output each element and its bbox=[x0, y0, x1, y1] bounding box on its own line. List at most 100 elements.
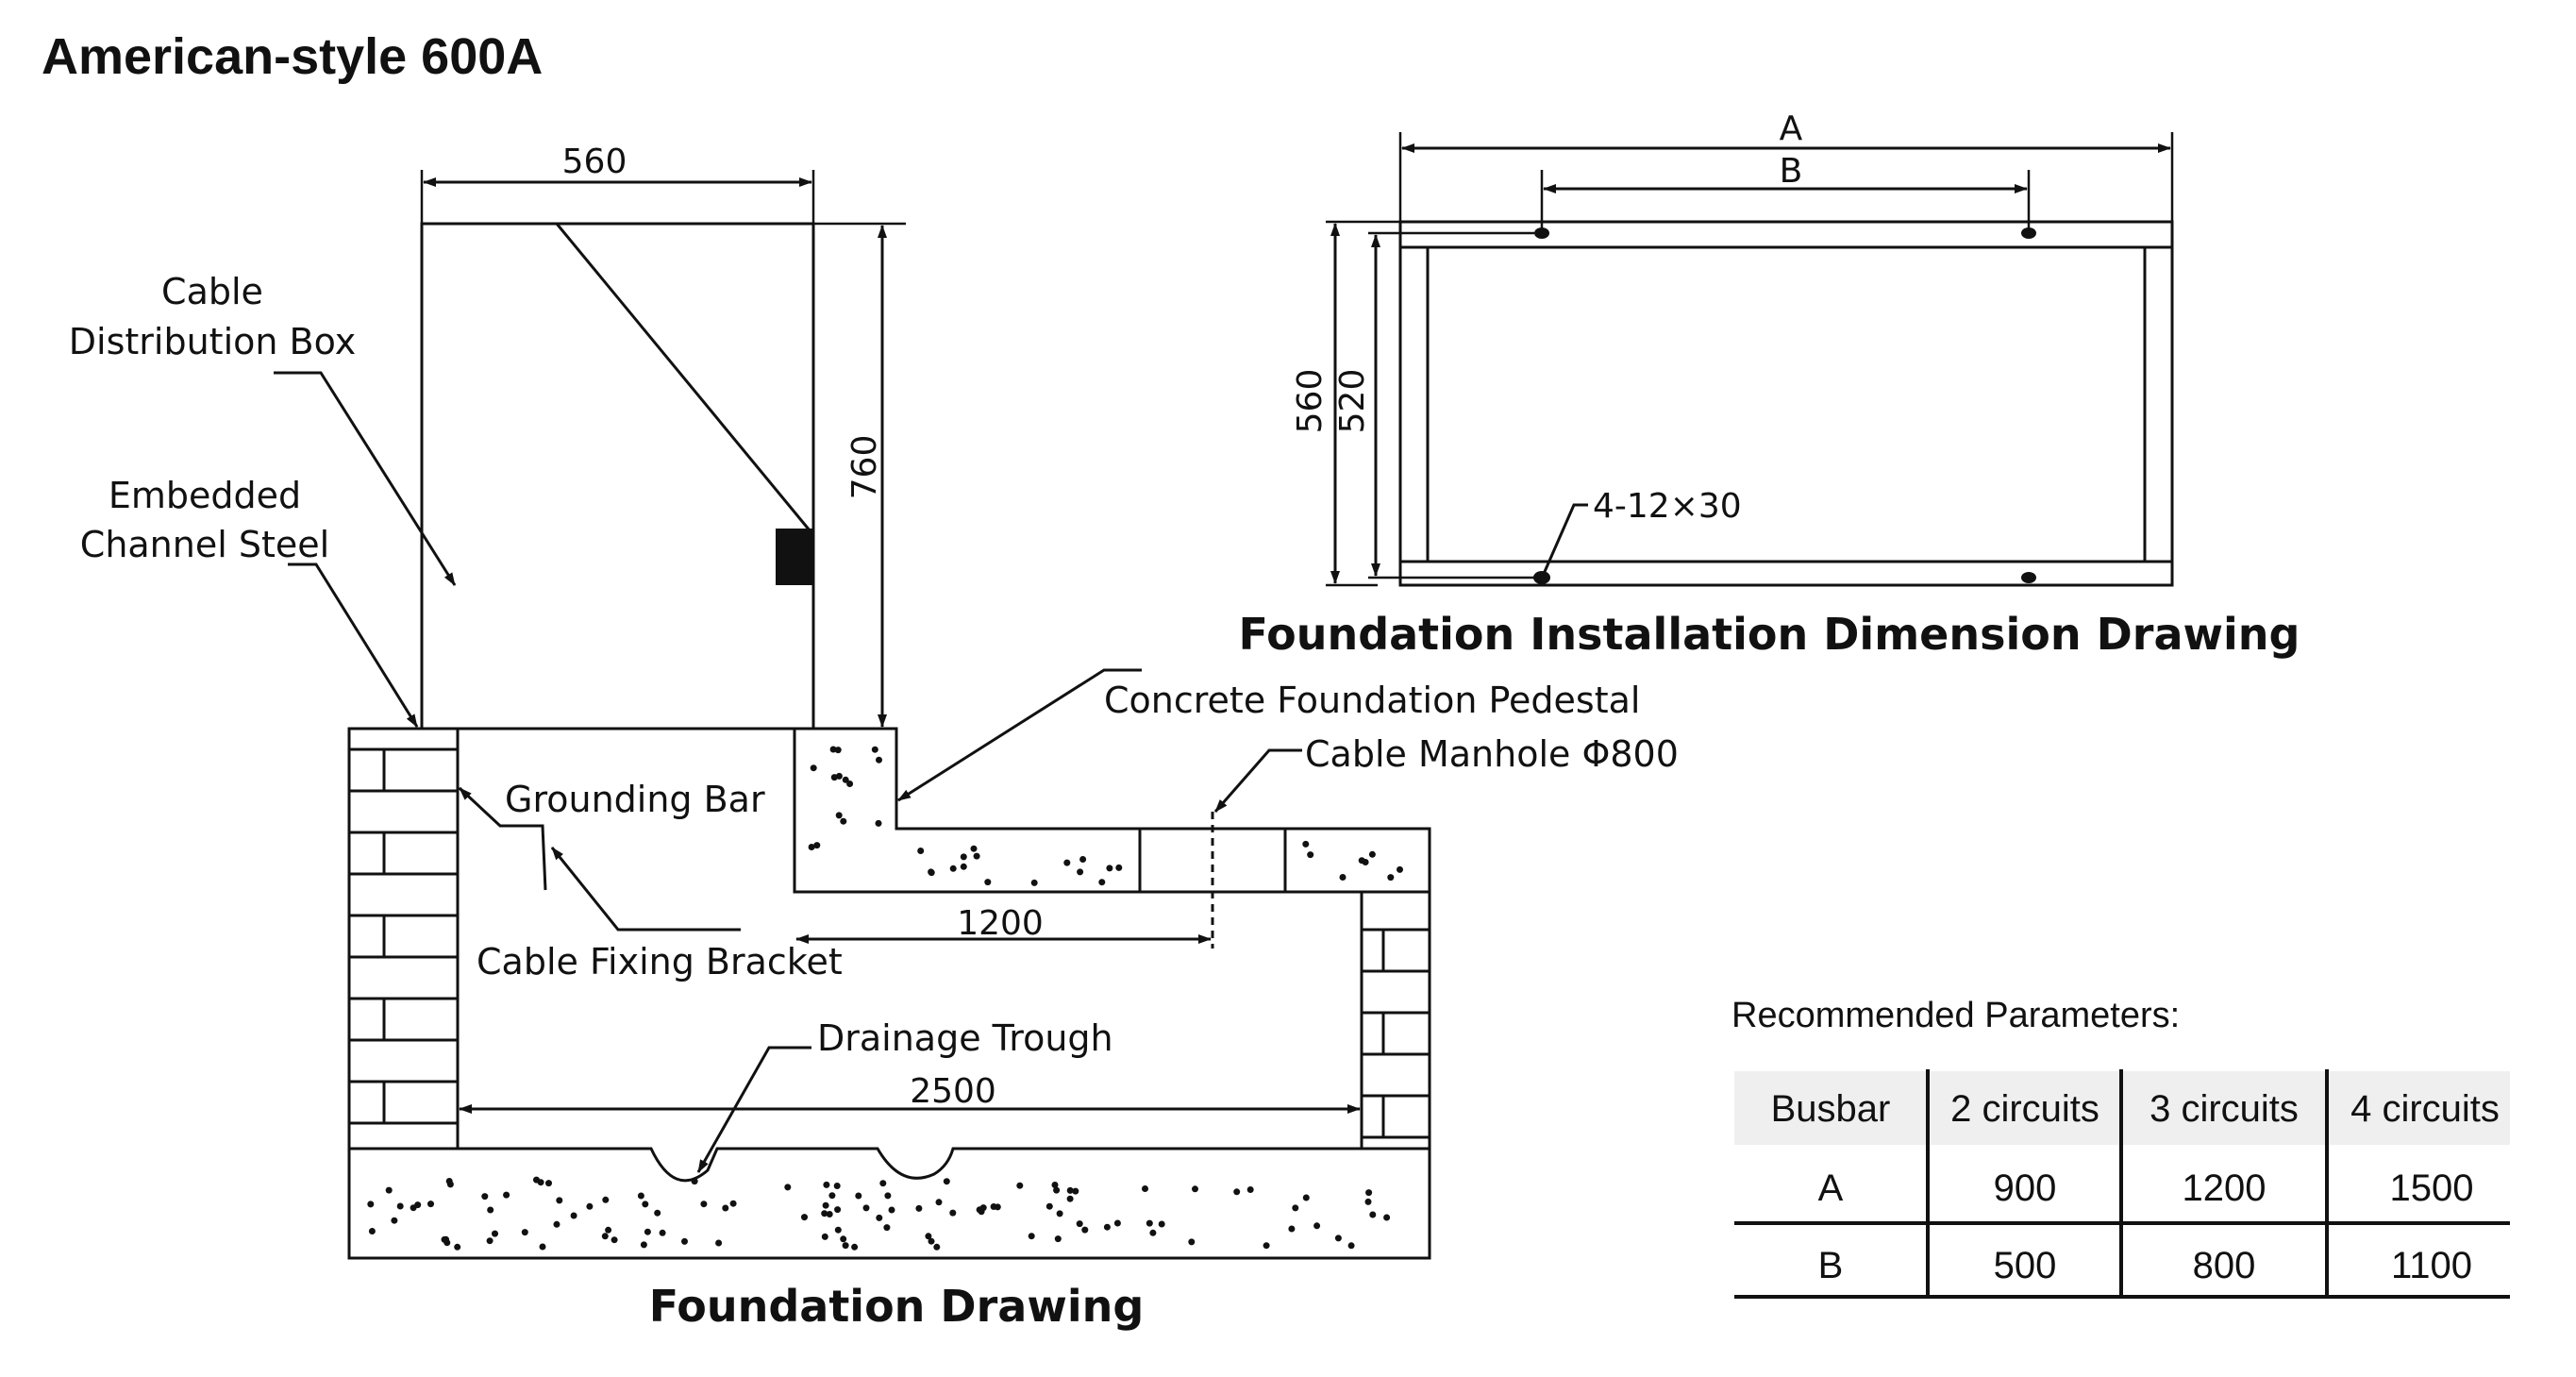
aggregate-dot bbox=[1383, 1214, 1391, 1221]
table-cell: 1200 bbox=[2183, 1167, 2267, 1209]
aggregate-dot bbox=[545, 1180, 552, 1187]
aggregate-dot bbox=[481, 1193, 489, 1201]
grounding-bar-arrow bbox=[458, 786, 472, 800]
aggregate-dot bbox=[1045, 1202, 1053, 1210]
aggregate-dot bbox=[1030, 879, 1038, 886]
aggregate-dot bbox=[1066, 1186, 1074, 1194]
aggregate-dot bbox=[834, 1226, 842, 1234]
aggregate-dot bbox=[1063, 859, 1071, 866]
aggregate-dot bbox=[1192, 1185, 1198, 1193]
aggregate-dot bbox=[846, 781, 854, 787]
aggregate-dot bbox=[1369, 1211, 1377, 1218]
label-embedded-channel-steel-1: Embedded bbox=[109, 475, 301, 516]
label-drainage-trough: Drainage Trough bbox=[817, 1017, 1113, 1059]
aggregate-dot bbox=[1364, 1198, 1372, 1205]
aggregate-dot bbox=[984, 879, 992, 886]
aggregate-dot bbox=[611, 1236, 618, 1244]
aggregate-dot bbox=[486, 1237, 493, 1245]
table-title: Recommended Parameters: bbox=[1731, 996, 2180, 1035]
aggregate-dot bbox=[654, 1209, 661, 1217]
aggregate-dot bbox=[1051, 1182, 1059, 1188]
label-concrete-foundation-pedestal: Concrete Foundation Pedestal bbox=[1104, 680, 1640, 721]
aggregate-dot bbox=[1307, 851, 1314, 859]
label-cable-distribution-box-2: Distribution Box bbox=[69, 321, 356, 362]
aggregate-dot bbox=[427, 1201, 434, 1208]
aggregate-dot bbox=[842, 1242, 849, 1250]
label-cable-distribution-box-1: Cable bbox=[161, 271, 263, 312]
table-header-cell: 2 circuits bbox=[1950, 1088, 2099, 1130]
aggregate-dot bbox=[862, 1204, 870, 1212]
aggregate-dot bbox=[367, 1201, 375, 1208]
aggregate-dot bbox=[556, 1197, 563, 1204]
aggregate-dot bbox=[970, 845, 978, 852]
aggregate-dot bbox=[441, 1235, 448, 1243]
aggregate-dot bbox=[949, 865, 957, 872]
aggregate-dot bbox=[503, 1191, 510, 1199]
aggregate-dot bbox=[883, 1224, 891, 1232]
aggregate-dot bbox=[1368, 850, 1376, 858]
label-cable-manhole: Cable Manhole Φ800 bbox=[1305, 733, 1679, 775]
table-cell: B bbox=[1818, 1245, 1844, 1286]
dim-520-label: 520 bbox=[1333, 369, 1372, 434]
aggregate-dot bbox=[602, 1196, 610, 1203]
aggregate-dot bbox=[990, 1203, 997, 1210]
aggregate-dot bbox=[1028, 1233, 1035, 1240]
aggregate-dot bbox=[391, 1217, 398, 1224]
dim-2500-label: 2500 bbox=[910, 1072, 996, 1111]
leader-holes bbox=[1542, 503, 1588, 575]
aggregate-dot bbox=[722, 1204, 729, 1212]
aggregate-dot bbox=[1142, 1185, 1148, 1192]
aggregate-dot bbox=[1053, 1186, 1061, 1194]
aggregate-dot bbox=[928, 868, 935, 876]
aggregate-dot bbox=[1302, 1194, 1310, 1201]
leader-distribution-box bbox=[274, 371, 457, 586]
table-header-cell: 3 circuits bbox=[2149, 1088, 2299, 1130]
aggregate-dot bbox=[823, 1181, 830, 1188]
box-door-handle bbox=[776, 529, 813, 585]
label-embedded-channel-steel-2: Channel Steel bbox=[80, 524, 329, 565]
aggregate-dot bbox=[642, 1201, 649, 1208]
aggregate-dot bbox=[829, 746, 837, 753]
aggregate-dot bbox=[570, 1212, 577, 1219]
aggregate-dot bbox=[1397, 865, 1403, 873]
aggregate-dot bbox=[446, 1181, 454, 1188]
table-header-cell: 4 circuits bbox=[2350, 1088, 2500, 1130]
right-brick-courses bbox=[1362, 928, 1430, 1139]
leader-cable-manhole bbox=[1213, 748, 1302, 813]
aggregate-dot bbox=[1233, 1188, 1241, 1196]
aggregate-dot bbox=[644, 1228, 651, 1235]
aggregate-dot bbox=[876, 1214, 883, 1221]
dim-560-label: 560 bbox=[562, 143, 627, 181]
foundation-drawing: 560 760 1200 2500 Cable Distribution Box bbox=[69, 143, 1679, 1332]
aggregate-dot bbox=[1313, 1222, 1321, 1230]
aggregate-dot bbox=[784, 1184, 792, 1191]
base-slab bbox=[347, 1147, 1431, 1260]
aggregate-dot bbox=[888, 1206, 895, 1214]
aggregate-dot bbox=[539, 1243, 546, 1251]
aggregate-dot bbox=[876, 756, 882, 764]
slab-aggregate bbox=[367, 1176, 1391, 1251]
aggregate-dot bbox=[601, 1233, 609, 1240]
aggregate-dot bbox=[830, 774, 838, 781]
aggregate-dot bbox=[822, 1201, 829, 1209]
leader-cable-fixing-bracket bbox=[550, 847, 741, 932]
aggregate-dot bbox=[1334, 1234, 1342, 1242]
aggregate-dot bbox=[949, 1209, 957, 1217]
aggregate-dot bbox=[368, 1228, 376, 1234]
aggregate-dot bbox=[640, 1241, 647, 1249]
mounting-hole bbox=[2021, 572, 2036, 583]
aggregate-dot bbox=[1115, 864, 1123, 871]
frame-outer bbox=[1398, 220, 2174, 587]
aggregate-dot bbox=[840, 817, 847, 825]
aggregate-dot bbox=[396, 1202, 404, 1210]
dim-1200-label: 1200 bbox=[957, 904, 1044, 943]
leader-concrete-pedestal bbox=[897, 668, 1142, 802]
aggregate-dot bbox=[1292, 1204, 1299, 1212]
page-title: American-style 600A bbox=[42, 28, 543, 85]
dim-560v-label: 560 bbox=[1291, 369, 1330, 434]
aggregate-dot bbox=[842, 776, 849, 783]
aggregate-dot bbox=[1149, 1229, 1157, 1236]
parameters-table: Recommended Parameters: Busbar 2 circuit… bbox=[1731, 996, 2510, 1299]
aggregate-dot bbox=[729, 1200, 737, 1207]
aggregate-dot bbox=[840, 1235, 847, 1243]
